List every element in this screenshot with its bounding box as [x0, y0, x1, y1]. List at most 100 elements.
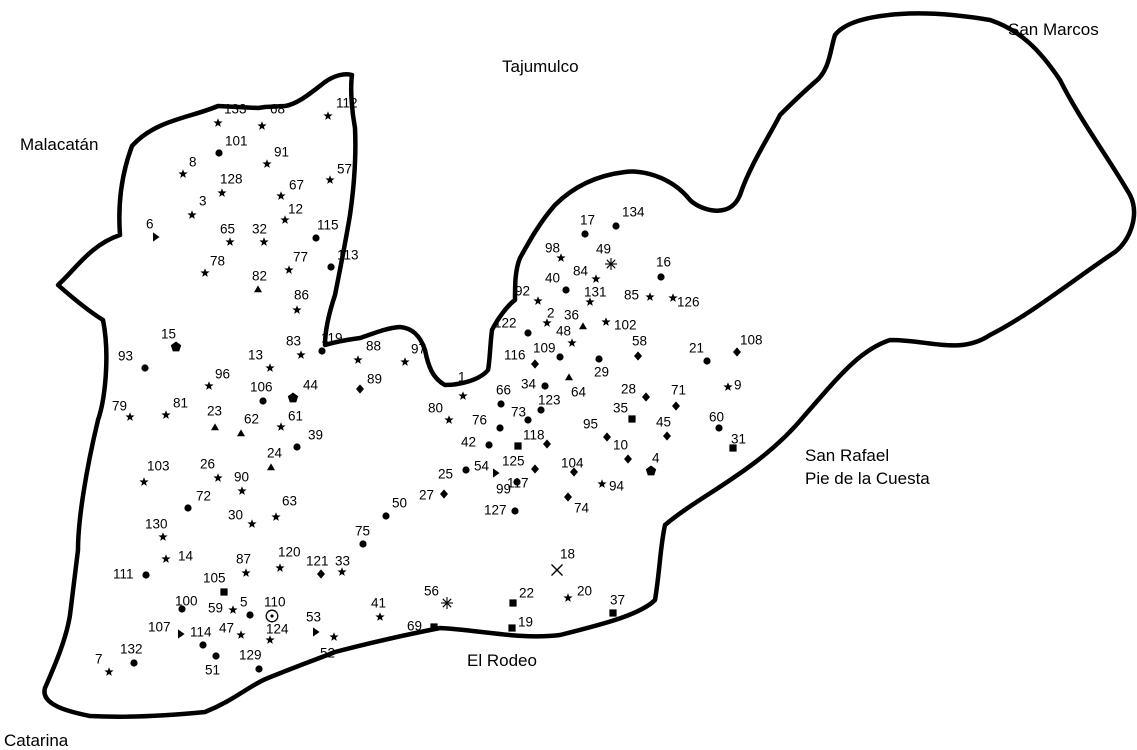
region-label-el-rodeo: El Rodeo: [467, 651, 537, 670]
site-label-118: 118: [523, 428, 545, 443]
site-59: 59: [208, 601, 238, 616]
site-label-114: 114: [190, 625, 212, 640]
site-label-87: 87: [236, 552, 251, 567]
site-label-106: 106: [250, 380, 273, 395]
star-marker-92: [533, 296, 543, 305]
star-marker-3: [187, 210, 197, 219]
site-4: 4: [645, 451, 660, 476]
site-106: 106: [250, 380, 273, 405]
site-label-99: 99: [496, 482, 511, 497]
circle-marker-134: [612, 222, 620, 230]
site-28: 28: [621, 382, 650, 402]
site-49: 49: [596, 242, 617, 270]
site-label-77: 77: [293, 250, 308, 265]
star-marker-8: [178, 169, 188, 178]
site-label-111: 111: [113, 567, 134, 582]
diamond-marker-58: [634, 351, 642, 361]
site-label-123: 123: [538, 393, 561, 408]
site-22: 22: [509, 586, 534, 607]
site-129: 129: [239, 648, 263, 673]
site-label-28: 28: [621, 382, 636, 397]
site-80: 80: [428, 401, 454, 424]
site-label-20: 20: [577, 584, 592, 599]
star-marker-85: [645, 292, 655, 301]
circle-marker-109: [556, 353, 564, 361]
site-label-16: 16: [656, 255, 671, 270]
site-label-89: 89: [367, 372, 382, 387]
site-label-112: 112: [336, 96, 358, 111]
site-111: 111: [113, 567, 150, 582]
site-label-85: 85: [624, 288, 639, 303]
circle-marker-25: [462, 466, 470, 474]
site-label-26: 26: [200, 457, 215, 472]
site-27: 27: [419, 488, 448, 503]
star-marker-133: [213, 118, 223, 127]
site-label-110: 110: [264, 595, 286, 610]
site-105: 105: [203, 571, 228, 596]
site-124: 124: [265, 622, 289, 644]
site-20: 20: [563, 584, 592, 602]
site-label-79: 79: [112, 399, 127, 414]
site-label-47: 47: [219, 621, 234, 636]
site-label-131: 131: [584, 285, 607, 300]
site-label-121: 121: [306, 554, 329, 569]
site-label-30: 30: [228, 508, 243, 523]
region-labels: Malacatán Tajumulco San Marcos San Rafae…: [4, 20, 1099, 750]
site-label-81: 81: [173, 396, 188, 411]
site-label-133: 133: [224, 102, 247, 117]
site-109: 109: [533, 341, 564, 361]
site-86: 86: [292, 288, 309, 314]
site-95: 95: [583, 417, 611, 442]
site-54: 54: [474, 459, 500, 478]
circle-marker-60: [715, 424, 723, 432]
diamond-marker-121: [317, 569, 325, 579]
circle-marker-132: [130, 659, 138, 667]
site-label-98: 98: [545, 241, 560, 256]
site-21: 21: [689, 341, 711, 365]
site-92: 92: [515, 284, 543, 305]
site-label-74: 74: [574, 501, 590, 516]
site-label-29: 29: [594, 365, 609, 380]
site-1: 1: [458, 370, 468, 400]
site-78: 78: [200, 254, 225, 277]
star-marker-9: [723, 382, 733, 391]
circle-marker-113: [327, 263, 335, 271]
site-101: 101: [215, 134, 248, 157]
site-label-82: 82: [252, 269, 267, 284]
site-57: 57: [325, 162, 352, 184]
square-marker-125: [514, 442, 522, 450]
site-label-113: 113: [337, 248, 359, 263]
site-label-36: 36: [564, 308, 579, 323]
site-label-50: 50: [392, 496, 407, 511]
site-133: 133: [213, 102, 247, 127]
region-label-san-marcos: San Marcos: [1008, 20, 1099, 39]
site-label-6: 6: [146, 217, 154, 232]
circle-marker-34: [541, 382, 549, 390]
region-label-san-rafael-line2: Pie de la Cuesta: [805, 469, 930, 488]
site-23: 23: [207, 404, 222, 431]
star-marker-80: [444, 415, 454, 424]
site-label-2: 2: [547, 306, 555, 321]
site-label-27: 27: [419, 488, 434, 503]
site-131: 131: [584, 285, 607, 306]
site-label-14: 14: [178, 549, 194, 564]
site-label-40: 40: [545, 271, 560, 286]
site-label-63: 63: [282, 494, 297, 509]
site-127: 127: [484, 503, 519, 518]
site-2: 2: [542, 306, 555, 327]
star-marker-14: [161, 554, 171, 563]
site-label-42: 42: [461, 435, 476, 450]
star-marker-130: [158, 532, 168, 541]
site-label-104: 104: [561, 456, 584, 471]
star-marker-87: [241, 568, 251, 577]
site-label-96: 96: [215, 367, 230, 382]
site-66: 66: [496, 383, 511, 408]
site-label-130: 130: [145, 517, 168, 532]
site-label-21: 21: [689, 341, 704, 356]
circle-marker-17: [581, 230, 589, 238]
site-128: 128: [217, 172, 243, 197]
circle-marker-40: [562, 286, 570, 294]
star-marker-7: [104, 667, 114, 676]
site-75: 75: [355, 524, 370, 548]
site-label-24: 24: [267, 446, 283, 461]
